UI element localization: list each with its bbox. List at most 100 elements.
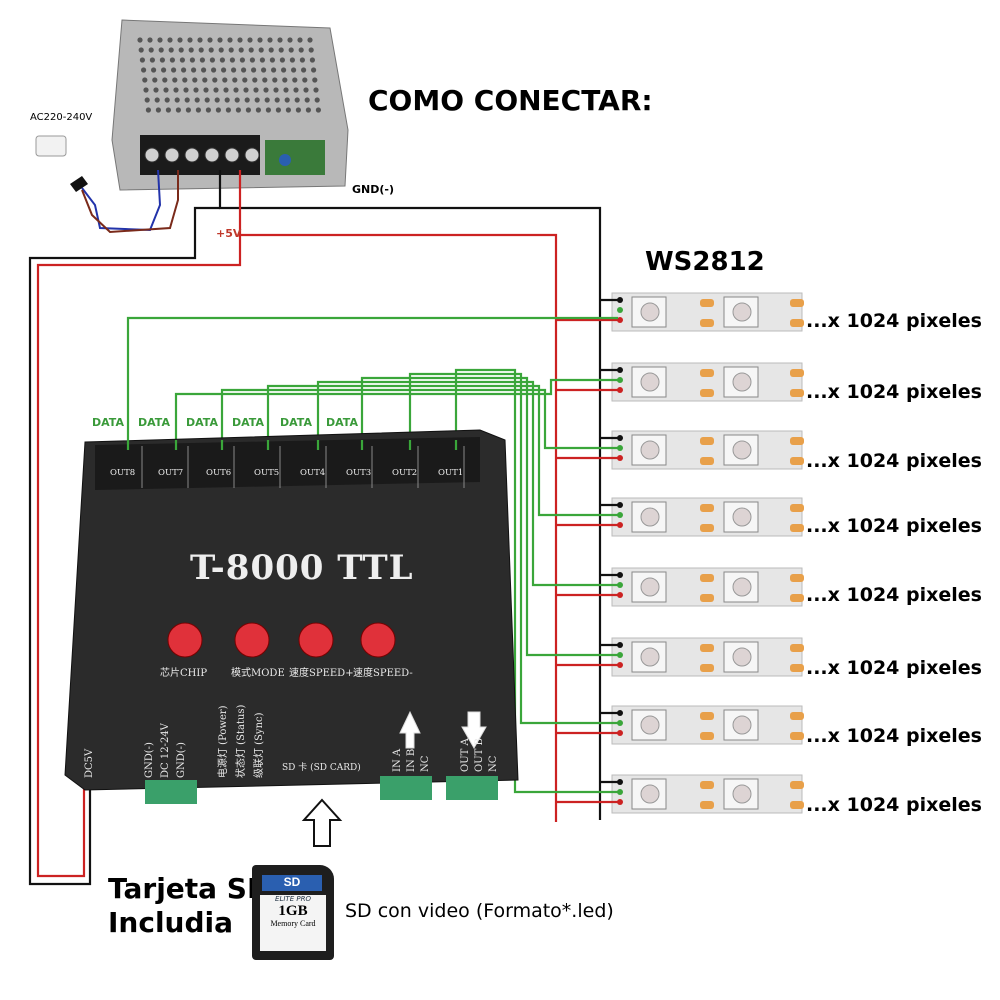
vent-hole: [214, 97, 220, 103]
vent-hole: [192, 77, 198, 83]
vent-hole: [225, 107, 231, 113]
vent-hole: [285, 107, 291, 113]
solder-pad: [700, 389, 714, 397]
power-input-label: GND(-): [144, 742, 155, 778]
solder-pad: [790, 457, 804, 465]
output-port-label: OUT1: [438, 468, 464, 478]
solder-pad: [790, 594, 804, 602]
strip-pixel-count: ...x 1024 pixeles: [806, 657, 982, 679]
terminal-screw: [204, 147, 220, 163]
terminal-screw: [224, 147, 240, 163]
solder-pad: [790, 801, 804, 809]
vent-hole: [188, 47, 194, 53]
led-lens: [732, 302, 752, 322]
vent-hole: [299, 57, 305, 63]
solder-pad: [700, 524, 714, 532]
ac-input-label: AC220-240V: [30, 112, 93, 123]
v5-bus-wire: [240, 233, 558, 822]
led-lens: [640, 577, 660, 597]
strip-pixel-count: ...x 1024 pixeles: [806, 515, 982, 537]
vent-hole: [193, 87, 199, 93]
din-pad: [617, 445, 623, 451]
solder-pad: [700, 664, 714, 672]
vent-hole: [274, 97, 280, 103]
sd-slot-label: SD 卡 (SD CARD): [282, 763, 361, 773]
vent-hole: [275, 107, 281, 113]
vent-hole: [174, 97, 180, 103]
vent-hole: [265, 107, 271, 113]
solder-pad: [790, 524, 804, 532]
strip-pixel-count: ...x 1024 pixeles: [806, 450, 982, 472]
data-wire: [360, 376, 618, 657]
vent-hole: [168, 47, 174, 53]
vent-hole: [263, 87, 269, 93]
v5-pad: [617, 317, 623, 323]
vent-hole: [158, 47, 164, 53]
data-label: DATA: [232, 416, 264, 429]
control-button: [360, 622, 396, 658]
gnd-pad: [617, 710, 623, 716]
strip-type-label: WS2812: [645, 247, 765, 277]
sd-card-type: Memory Card: [270, 919, 316, 928]
sd-insert-arrow-icon: [301, 798, 343, 847]
led-lens: [732, 507, 752, 527]
led-strip: [611, 637, 804, 677]
vent-hole: [171, 67, 177, 73]
solder-pad: [700, 644, 714, 652]
vent-hole: [304, 97, 310, 103]
solder-pad: [700, 437, 714, 445]
vent-hole: [153, 87, 159, 93]
vent-hole: [311, 67, 317, 73]
led-lens: [640, 647, 660, 667]
vent-hole: [231, 67, 237, 73]
vent-hole: [289, 57, 295, 63]
led-lens: [640, 372, 660, 392]
din-pad: [617, 377, 623, 383]
strip-pixel-count: ...x 1024 pixeles: [806, 794, 982, 816]
vent-hole: [164, 97, 170, 103]
vent-hole: [181, 67, 187, 73]
gnd-pad: [617, 779, 623, 785]
vent-hole: [137, 37, 143, 43]
data-wire: [454, 368, 618, 794]
power-supply: [111, 19, 349, 191]
led-lens: [640, 715, 660, 735]
gnd-pad: [617, 642, 623, 648]
vent-hole: [237, 37, 243, 43]
vent-hole: [224, 97, 230, 103]
led-strip: [611, 430, 804, 470]
data-wire: [220, 388, 618, 450]
sd-card-series: ELITE PRO: [275, 895, 311, 903]
vent-hole: [162, 77, 168, 83]
solder-pad: [790, 644, 804, 652]
vent-hole: [247, 37, 253, 43]
vent-hole: [179, 57, 185, 63]
v5-pad: [617, 387, 623, 393]
vent-hole: [278, 47, 284, 53]
v5-controller-wire: [36, 170, 242, 878]
output-port-label: OUT2: [392, 468, 418, 478]
vent-hole: [277, 37, 283, 43]
vent-hole: [238, 47, 244, 53]
vent-hole: [315, 107, 321, 113]
vent-hole: [261, 67, 267, 73]
vent-hole: [152, 77, 158, 83]
led-chip: [631, 434, 667, 466]
vent-hole: [234, 97, 240, 103]
solder-pad: [700, 299, 714, 307]
vent-hole: [187, 37, 193, 43]
vent-hole: [221, 67, 227, 73]
vent-hole: [208, 47, 214, 53]
out-nc-label: NC: [488, 755, 499, 772]
vent-hole: [313, 87, 319, 93]
vent-hole: [147, 37, 153, 43]
vent-hole: [243, 87, 249, 93]
sd-card-label: ELITE PRO 1GB Memory Card: [260, 895, 326, 951]
power-input-label: GND(-): [176, 742, 187, 778]
vent-hole: [233, 87, 239, 93]
terminal-screw: [244, 147, 260, 163]
sd-card: SD ELITE PRO 1GB Memory Card: [252, 865, 334, 960]
vent-hole: [282, 77, 288, 83]
